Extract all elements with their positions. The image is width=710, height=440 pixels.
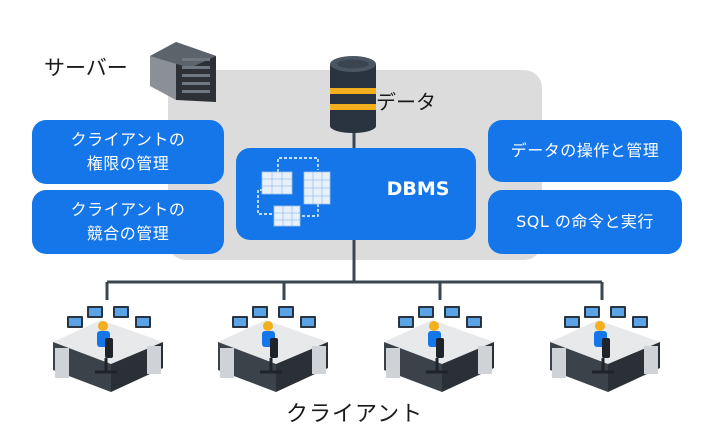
data-operation-box: データの操作と管理 [488, 120, 682, 182]
client-label: クライアント [286, 402, 424, 427]
box-line-1: クライアントの [70, 200, 186, 219]
workstation-icon [384, 306, 494, 392]
box-text: SQL の命令と実行 [516, 212, 654, 231]
box-line-2: 権限の管理 [86, 154, 170, 173]
client-permission-box: クライアントの 権限の管理 [32, 120, 224, 184]
server-label: サーバー [44, 56, 128, 80]
workstation-icon [550, 306, 660, 392]
box-line-2: 競合の管理 [86, 224, 170, 243]
box-line-1: クライアントの [70, 130, 186, 149]
data-label: データ [376, 90, 436, 114]
dbms-label: DBMS [386, 178, 450, 200]
workstation-icon [53, 306, 163, 392]
workstation-icon [218, 306, 328, 392]
box-text: データの操作と管理 [510, 141, 660, 160]
sql-execution-box: SQL の命令と実行 [488, 190, 682, 254]
client-conflict-box: クライアントの 競合の管理 [32, 190, 224, 254]
